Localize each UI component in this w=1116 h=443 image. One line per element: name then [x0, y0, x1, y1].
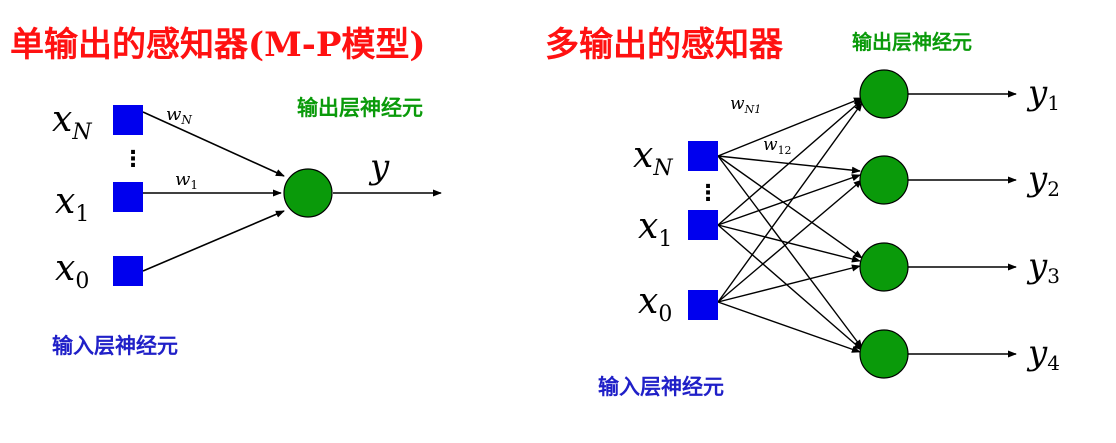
edge-x1-y3 — [717, 224, 861, 263]
title-multi-output: 多输出的感知器 — [545, 25, 783, 65]
input-node-x1 — [113, 182, 143, 212]
output-label-y3: y3 — [1026, 246, 1060, 288]
multi-input-node-x1 — [688, 210, 718, 240]
multi-input-label-x0: x0 — [638, 281, 672, 327]
edge-x0-y3 — [717, 264, 861, 303]
edge-xN-y4 — [717, 155, 863, 349]
edge-x1-y2 — [717, 174, 861, 226]
edge-x0-to-neuron — [142, 210, 285, 272]
weight-label-wN1: wN1 — [730, 94, 761, 116]
weight-label-wN: wN — [166, 104, 192, 127]
edge-xN-y3 — [717, 155, 863, 259]
output-label-y2: y2 — [1026, 159, 1060, 201]
edge-x1-y4 — [717, 224, 863, 351]
edge-x0-y4 — [717, 301, 861, 353]
output-neuron — [283, 168, 333, 218]
multi-input-node-x0 — [688, 290, 718, 320]
ellipsis-left: ⋮ — [122, 147, 144, 172]
multi-input-label-x1: x1 — [638, 206, 672, 252]
edge-xN-y1 — [717, 97, 863, 157]
edge-xN-to-neuron — [142, 111, 285, 177]
label-input-layer-right: 输入层神经元 — [598, 375, 724, 399]
output-label-y: y — [368, 147, 390, 187]
input-node-xN — [113, 105, 143, 135]
input-label-x0: x0 — [55, 248, 89, 294]
label-output-layer-right: 输出层神经元 — [852, 30, 972, 54]
multi-input-node-xN — [688, 141, 718, 171]
input-label-xN: xN — [52, 99, 92, 145]
output-label-y4: y4 — [1026, 333, 1060, 375]
input-node-x0 — [113, 256, 143, 286]
weight-label-w1: w1 — [175, 169, 198, 192]
weight-label-w12: w12 — [763, 135, 792, 157]
output-neuron-4 — [859, 329, 909, 379]
output-neuron-1 — [859, 69, 909, 119]
input-label-x1: x1 — [55, 181, 89, 227]
edge-x0-y1 — [717, 102, 863, 303]
multi-input-label-xN: xN — [633, 135, 673, 181]
output-neuron-2 — [859, 155, 909, 205]
multi-output-diagram: xN x1 x0 ⋮ wN1 w12 y1 y2 y3 y4 — [633, 69, 1060, 379]
edge-x0-y2 — [717, 179, 863, 303]
single-output-diagram: xN x1 x0 ⋮ wN w1 y — [52, 99, 442, 294]
output-neuron-3 — [859, 242, 909, 292]
title-single-output: 单输出的感知器(M-P模型) — [10, 25, 426, 65]
output-label-y1: y1 — [1026, 73, 1060, 115]
label-output-layer-left: 输出层神经元 — [297, 96, 423, 120]
label-input-layer-left: 输入层神经元 — [52, 334, 178, 358]
edge-x1-y1 — [717, 99, 863, 226]
ellipsis-right: ⋮ — [697, 181, 719, 206]
